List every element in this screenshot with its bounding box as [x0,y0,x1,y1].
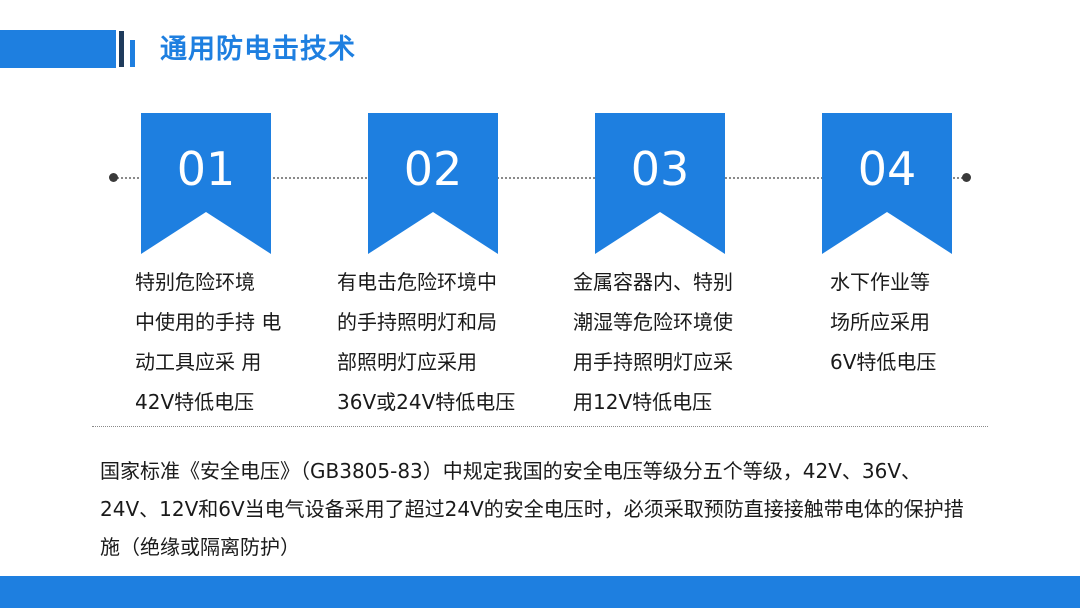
item-text-04: 水下作业等 场所应采用 6V特低电压 [830,270,937,374]
header-accent-line-dark [119,31,124,67]
timeline-line [113,177,967,179]
item-text-01: 特别危险环境 中使用的手持 电 动工具应采 用 42V特低电压 [135,270,282,414]
item-text-03: 金属容器内、特别 潮湿等危险环境使 用手持照明灯应采 用12V特低电压 [573,270,733,414]
timeline-end-dot [962,173,971,182]
banner-shape-icon [595,113,725,254]
banner-number: 04 [857,142,917,196]
footer-bar [0,576,1080,608]
standard-note: 国家标准《安全电压》（GB3805-83）中规定我国的安全电压等级分五个等级，4… [100,459,964,559]
header-accent-line-blue [130,40,135,67]
banner-shape-icon [822,113,952,254]
banner-number: 02 [403,142,463,196]
banner-02: 02 [368,113,498,254]
banner-shape-icon [368,113,498,254]
banner-number: 01 [176,142,236,196]
section-divider [92,426,988,427]
banner-03: 03 [595,113,725,254]
banner-number: 03 [630,142,690,196]
banner-shape-icon [141,113,271,254]
timeline-start-dot [109,173,118,182]
banner-04: 04 [822,113,952,254]
header-accent-bar [0,30,116,68]
page-title: 通用防电击技术 [160,34,356,65]
item-text-02: 有电击危险环境中 的手持照明灯和局 部照明灯应采用 36V或24V特低电压 [337,270,516,414]
banner-01: 01 [141,113,271,254]
